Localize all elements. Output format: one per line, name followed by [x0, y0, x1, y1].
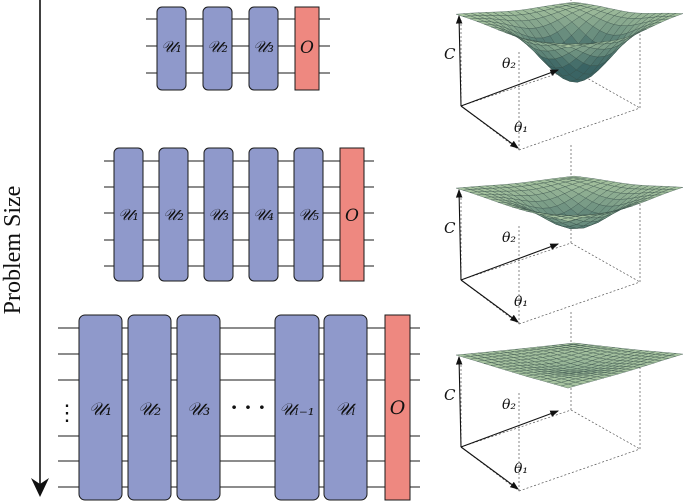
gate-u1 — [78, 314, 123, 501]
problem-size-label: Problem Size — [0, 186, 26, 315]
cost-landscape-steep: Cθ₂ θ₁ — [444, 0, 684, 151]
gate-u1-label: 𝒰₁ — [89, 399, 112, 420]
gate-u1-label: 𝒰₁ — [118, 205, 139, 224]
vertical-ellipsis: ⋮ — [56, 401, 78, 426]
theta2-axis-label: θ₂ — [502, 230, 516, 246]
box-edge — [570, 242, 641, 283]
observable-label: O — [390, 397, 406, 419]
circuit-medium: 𝒰₁ 𝒰₂ 𝒰₃ 𝒰₄ 𝒰₅ O — [104, 147, 374, 282]
c-axis — [455, 14, 463, 107]
cost-landscape-medium: Cθ₂ θ₁ — [444, 143, 684, 325]
gate-u2-label: 𝒰₂ — [138, 399, 161, 420]
theta1-axis-label: θ₁ — [514, 461, 528, 477]
cost-landscape-flat: Cθ₂ θ₁ — [444, 310, 684, 492]
theta2-axis-label: θ₂ — [502, 397, 516, 413]
observable-gate — [384, 314, 411, 501]
c-axis-label: C — [444, 219, 456, 237]
gate-ul — [323, 314, 368, 501]
theta2-axis-label: θ₂ — [502, 56, 516, 72]
gate-u5 — [293, 147, 324, 282]
observable-gate — [339, 147, 365, 282]
gate-u2 — [127, 314, 172, 501]
gate-u4-label: 𝒰₄ — [253, 205, 274, 224]
gate-u2-label: 𝒰₂ — [207, 37, 228, 56]
c-axis-label: C — [444, 45, 456, 63]
gate-u3 — [176, 314, 221, 501]
theta1-axis-label: θ₁ — [514, 294, 528, 310]
c-axis — [455, 188, 463, 281]
theta2-axis — [460, 243, 560, 281]
box-edge — [518, 281, 641, 325]
gate-u1-label: 𝒰₁ — [161, 37, 182, 56]
surface-cell — [560, 44, 576, 48]
observable-gate — [294, 6, 320, 91]
box-edge — [570, 409, 641, 450]
gate-ul-1-label: 𝒰ₗ₋₁ — [279, 400, 314, 420]
theta1-axis-label: θ₁ — [514, 120, 528, 136]
theta1-axis — [460, 446, 519, 490]
gate-u1 — [156, 6, 187, 91]
horizontal-ellipsis: · · · — [231, 395, 266, 419]
surface-cell — [560, 217, 576, 222]
observable-label: O — [300, 38, 314, 58]
gate-u4 — [248, 147, 279, 282]
gate-u3 — [203, 147, 234, 282]
gate-ul-label: 𝒰ₗ — [335, 399, 356, 420]
gate-ul-1 — [274, 314, 320, 501]
theta2-axis — [460, 410, 560, 448]
c-axis — [455, 355, 463, 448]
box-edge — [518, 448, 641, 492]
gate-u2 — [202, 6, 233, 91]
gate-u3-label: 𝒰₃ — [187, 399, 210, 420]
circuit-large: ⋮ · · · 𝒰₁ 𝒰₂ 𝒰₃ 𝒰ₗ₋₁ 𝒰ₗ O — [56, 314, 420, 501]
theta2-axis — [460, 69, 560, 107]
gate-u3 — [248, 6, 279, 91]
theta1-axis — [460, 105, 519, 149]
box-edge — [518, 107, 641, 151]
theta1-axis — [460, 279, 519, 323]
observable-label: O — [345, 206, 359, 226]
gate-u3-label: 𝒰₃ — [253, 37, 274, 56]
gate-u5-label: 𝒰₅ — [298, 205, 319, 224]
gate-u3-label: 𝒰₃ — [208, 205, 229, 224]
c-axis-label: C — [444, 386, 456, 404]
circuit-small: 𝒰₁ 𝒰₂ 𝒰₃ O — [146, 6, 330, 91]
gate-u2 — [158, 147, 189, 282]
qubit-wires — [104, 160, 374, 267]
gate-u1 — [113, 147, 144, 282]
problem-size-arrow — [31, 0, 49, 497]
gate-u2-label: 𝒰₂ — [163, 205, 184, 224]
surface-cell — [560, 383, 576, 389]
